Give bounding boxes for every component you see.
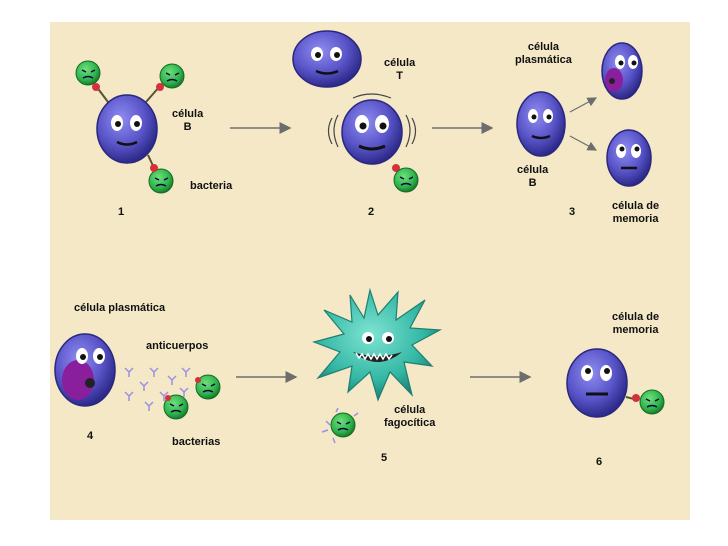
bacteria-step2 bbox=[392, 164, 419, 193]
b-cell-step3 bbox=[516, 91, 566, 157]
bacteria-step1 bbox=[75, 60, 185, 194]
memory-cell-step6 bbox=[566, 348, 628, 418]
label-antibodies-4: anticuerpos bbox=[146, 340, 209, 352]
label-bacteria-1: bacteria bbox=[190, 180, 233, 192]
antibodies bbox=[124, 367, 191, 411]
step-number-1: 1 bbox=[118, 206, 125, 218]
step-number-2: 2 bbox=[368, 206, 375, 218]
plasma-cell-step3 bbox=[601, 42, 643, 100]
bacteria-step4 bbox=[163, 374, 221, 420]
phagocyte-step5 bbox=[312, 287, 443, 402]
label-plasma-cell-4: célula plasmática bbox=[74, 302, 166, 314]
b-cell-step2 bbox=[327, 93, 417, 165]
arrow-to-memory bbox=[569, 135, 598, 151]
bacteria-step5 bbox=[321, 407, 359, 444]
t-cell-step2 bbox=[292, 30, 362, 88]
step-number-5: 5 bbox=[381, 452, 388, 464]
arrow-to-plasma bbox=[569, 97, 598, 113]
step-number-6: 6 bbox=[596, 456, 603, 468]
step-number-4: 4 bbox=[87, 430, 94, 442]
bacteria-step6 bbox=[625, 389, 665, 415]
label-bacteria-4: bacterias bbox=[172, 436, 221, 448]
memory-cell-step3 bbox=[606, 129, 652, 187]
step-number-3: 3 bbox=[569, 206, 576, 218]
plasma-cell-step4 bbox=[54, 333, 116, 407]
b-cell-step1 bbox=[96, 94, 158, 164]
